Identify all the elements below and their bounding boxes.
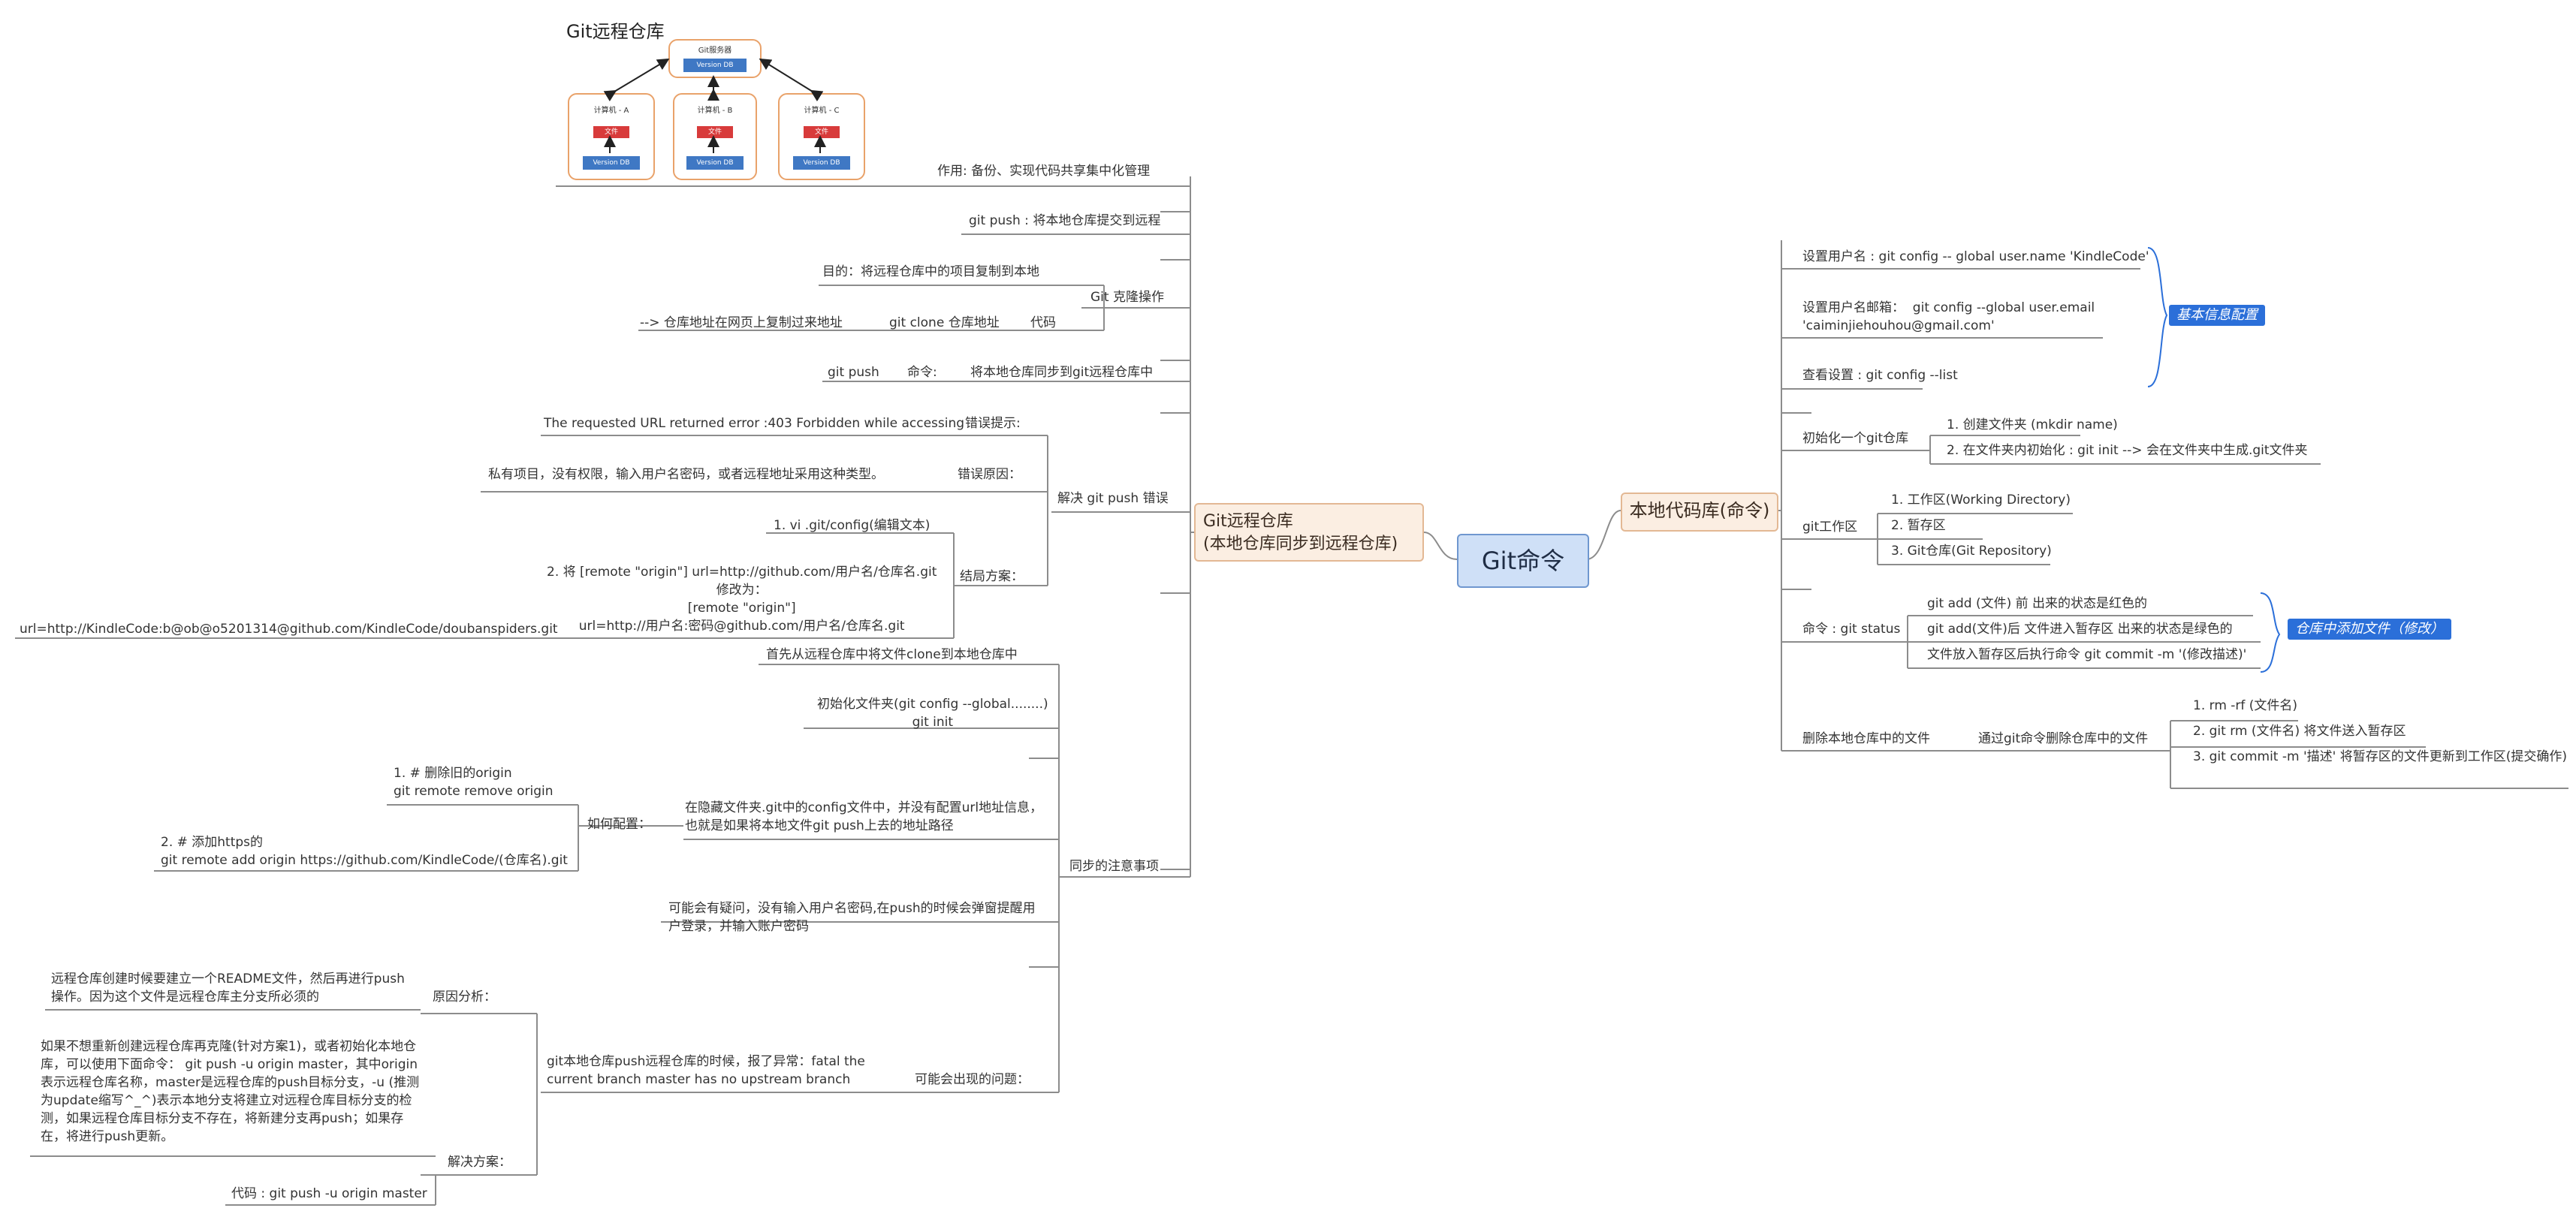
node-init-step2[interactable]: 2. 在文件夹内初始化 : git init --> 会在文件夹中生成.git文… [1947,443,2308,458]
node-push-error[interactable]: 解决 git push 错误 [1057,491,1169,506]
node-status-2[interactable]: git add(文件)后 文件进入暂存区 出来的状态是绿色的 [1927,622,2233,637]
node-solution-label[interactable]: 结局方案： [960,569,1024,584]
node-area-2[interactable]: 2. 暂存区 [1891,518,1946,533]
node-problem-code[interactable]: 代码 : git push -u origin master [231,1186,427,1201]
client-c-db: Version DB [793,156,850,170]
node-area-1[interactable]: 1. 工作区(Working Directory) [1891,493,2071,508]
node-error-reason[interactable]: 私有项目，没有权限，输入用户名密码，或者远程地址采用这种类型。 [488,467,884,482]
node-problem-solution-label[interactable]: 解决方案： [448,1155,511,1170]
node-error-hint-label[interactable]: 错误提示: [965,416,1021,431]
node-clone-code-label[interactable]: 代码 [1030,315,1056,330]
root-node[interactable]: Git命令 [1457,534,1589,588]
node-error-reason-label[interactable]: 错误原因： [958,467,1021,482]
node-sync-first[interactable]: 首先从远程仓库中将文件clone到本地仓库中 [766,647,1018,662]
node-solution-example[interactable]: url=http://KindleCode:b@ob@o5201314@gith… [20,622,558,637]
node-sync-hidden[interactable]: 在隐藏文件夹.git中的config文件中，并没有配置url地址信息，也就是如果… [685,800,1043,833]
node-clone-code[interactable]: git clone 仓库地址 [889,315,1000,330]
client-c-label: 计算机 - C [804,107,840,115]
node-user-name[interactable]: 设置用户名 : git config -- global user.name '… [1802,249,2149,264]
git-server-box: Git服务器 Version DB [668,39,762,78]
node-error-hint[interactable]: The requested URL returned error :403 Fo… [544,416,965,431]
node-analysis[interactable]: 远程仓库创建时候要建立一个README文件，然后再进行push操作。因为这个文件… [51,972,405,1005]
client-b-label: 计算机 - B [697,107,733,115]
node-analysis-label[interactable]: 原因分析： [433,990,496,1005]
client-c-file: 文件 [804,126,840,138]
client-b-box: 计算机 - B 文件 Version DB [673,93,757,180]
node-del-3[interactable]: 3. git commit -m '描述' 将暂存区的文件更新到工作区(提交确作… [2193,749,2567,764]
node-area-3[interactable]: 3. Git仓库(Git Repository) [1891,544,2052,559]
git-remote-figure: Git远程仓库 Git服务器 Version DB 计算机 - A 文件 Ver… [557,17,870,182]
client-b-file: 文件 [697,126,733,138]
node-user-email[interactable]: 设置用户名邮箱： git config --global user.email … [1802,300,2095,333]
node-push-cmd-desc[interactable]: 将本地仓库同步到git远程仓库中 [970,365,1154,380]
node-remove-origin[interactable]: 1. # 删除旧的origin git remote remove origin [394,766,554,799]
client-a-file: 文件 [593,126,629,138]
node-work-area[interactable]: git工作区 [1802,520,1858,535]
node-init-step1[interactable]: 1. 创建文件夹 (mkdir name) [1947,417,2118,432]
node-status-3[interactable]: 文件放入暂存区后执行命令 git commit -m '(修改描述)' [1927,647,2247,662]
figure-title: Git远程仓库 [566,21,665,42]
node-solution-step2[interactable]: 2. 将 [remote "origin"] url=http://github… [547,565,937,634]
tag-add-file: 仓库中添加文件（修改） [2288,619,2451,640]
node-push-desc[interactable]: git push : 将本地仓库提交到远程 [969,213,1161,228]
node-sync-init[interactable]: 初始化文件夹(git config --global........) git … [817,697,1048,730]
node-delete-via[interactable]: 通过git命令删除仓库中的文件 [1978,731,2149,746]
node-solution-step1[interactable]: 1. vi .git/config(编辑文本) [774,518,931,533]
node-problem-desc[interactable]: git本地仓库push远程仓库的时候，报了异常：fatal the curren… [547,1054,865,1087]
node-clone-note[interactable]: --> 仓库地址在网页上复制过来地址 [640,315,843,330]
client-a-db: Version DB [583,156,640,170]
main-node-remote[interactable]: Git远程仓库 (本地仓库同步到远程仓库) [1194,503,1424,562]
node-del-2[interactable]: 2. git rm (文件名) 将文件送入暂存区 [2193,724,2406,739]
node-problem[interactable]: 可能会出现的问题： [915,1072,1030,1087]
server-db: Version DB [683,59,747,72]
node-sync[interactable]: 同步的注意事项 [1069,859,1159,874]
node-add-origin[interactable]: 2. # 添加https的 git remote add origin http… [161,835,568,868]
figure-arrows [603,58,826,153]
node-how-config[interactable]: 如何配置： [587,817,651,832]
node-push-cmd[interactable]: git push [828,365,879,380]
node-git-status[interactable]: 命令 : git status [1802,622,1901,637]
main-node-local[interactable]: 本地代码库(命令) [1621,493,1778,532]
node-role[interactable]: 作用: 备份、实现代码共享集中化管理 [937,164,1151,179]
node-status-1[interactable]: git add (文件) 前 出来的状态是红色的 [1927,596,2148,611]
node-clone-purpose[interactable]: 目的：将远程仓库中的项目复制到本地 [822,264,1039,279]
node-delete[interactable]: 删除本地仓库中的文件 [1802,731,1930,746]
node-problem-solution[interactable]: 如果不想重新创建远程仓库再克隆(针对方案1)，或者初始化本地仓库，可以使用下面命… [41,1039,420,1144]
node-push-cmd-label[interactable]: 命令: [907,365,937,380]
client-b-db: Version DB [686,156,744,170]
tag-basic-config: 基本信息配置 [2169,305,2265,326]
node-sync-ask[interactable]: 可能会有疑问，没有输入用户名密码,在push的时候会弹窗提醒用户登录，并输入账户… [668,901,1036,934]
node-show-config[interactable]: 查看设置 : git config --list [1802,368,1958,383]
client-a-label: 计算机 - A [593,107,629,115]
node-del-1[interactable]: 1. rm -rf (文件名) [2193,698,2298,713]
node-clone[interactable]: Git 克隆操作 [1090,290,1164,305]
node-init-repo[interactable]: 初始化一个git仓库 [1802,431,1909,446]
server-label: Git服务器 [698,47,732,55]
